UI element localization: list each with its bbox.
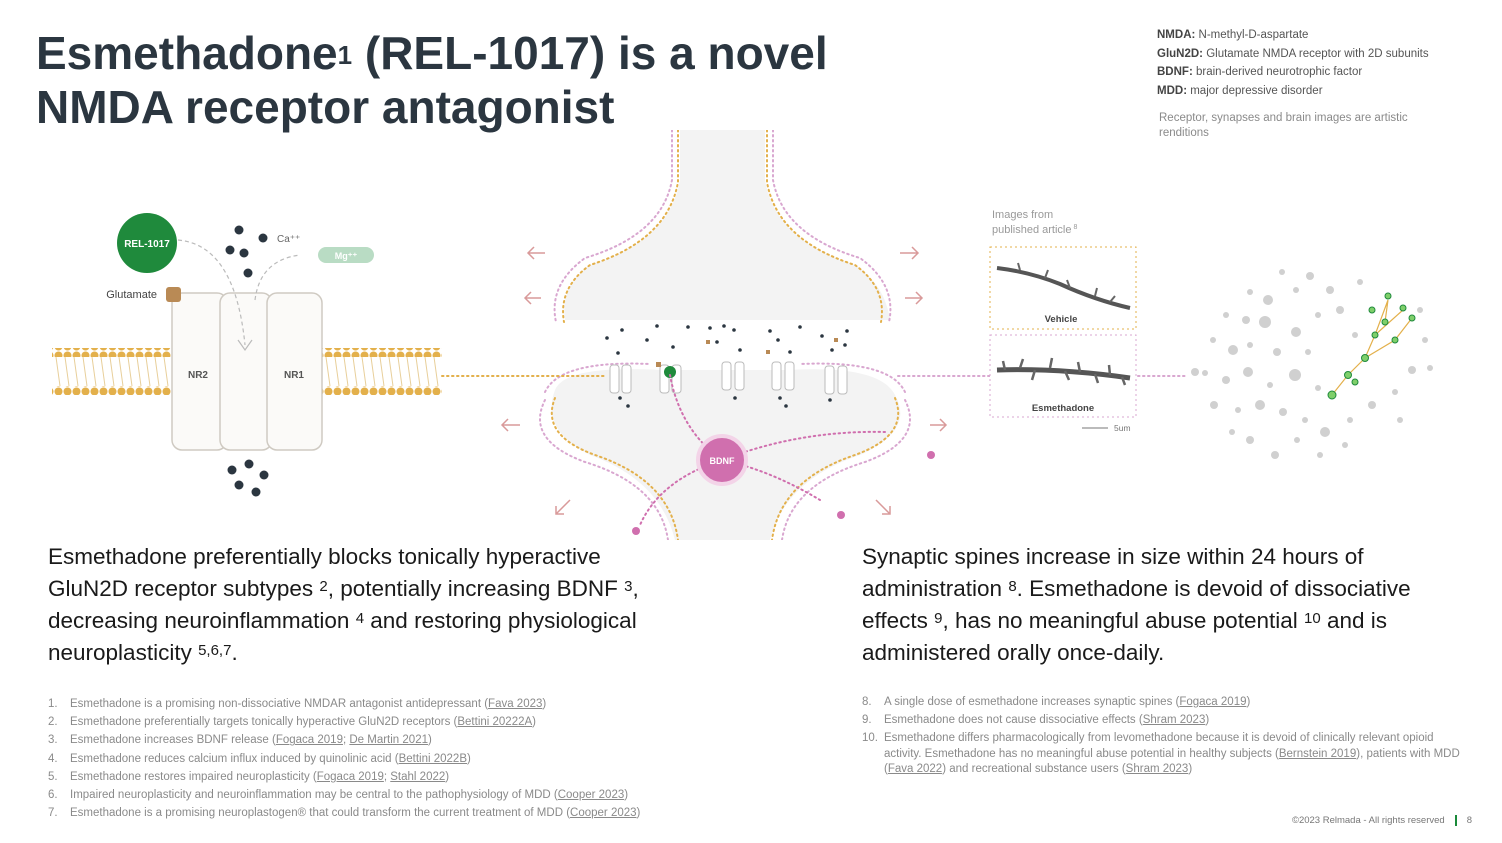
reference-item: 2.Esmethadone preferentially targets ton… xyxy=(48,716,537,729)
reference-item: 10.Esmethadone differs pharmacologically… xyxy=(862,732,1460,776)
glossary-item: GluN2D: Glutamate NMDA receptor with 2D … xyxy=(1157,47,1429,60)
glutamate-icon xyxy=(166,287,181,302)
magnesium-ion-icon xyxy=(318,247,374,263)
right-references: 8.A single dose of esmethadone increases… xyxy=(862,695,1462,781)
synapse-illustration: BDNF xyxy=(441,130,1186,540)
rel-1017-label: REL-1017 xyxy=(124,239,170,250)
footer: ©2023 Relmada - All rights reserved 8 xyxy=(1292,815,1472,826)
artistic-rendition-note: Receptor, synapses and brain images are … xyxy=(1159,112,1408,139)
reference-link[interactable]: Fava 2022 xyxy=(887,763,943,776)
reference-link[interactable]: Fogaca 2019 xyxy=(275,734,343,747)
reference-item: 3.Esmethadone increases BDNF release (Fo… xyxy=(48,734,432,747)
reference-link[interactable]: Bettini 20222A xyxy=(457,716,533,729)
reference-item: 5.Esmethadone restores impaired neuropla… xyxy=(48,770,450,783)
brain-network-illustration xyxy=(1191,269,1433,459)
bdnf-label: BDNF xyxy=(710,456,735,466)
vehicle-label: Vehicle xyxy=(1045,314,1078,325)
reference-item: 8.A single dose of esmethadone increases… xyxy=(862,696,1251,708)
mechanism-illustration: NR2 NR1 Glutamate REL-1017 Ca⁺⁺ Mg⁺⁺ xyxy=(52,130,1433,540)
page-title: Esmethadone1 (REL-1017) is a novel NMDA … xyxy=(36,27,828,133)
left-references: 1.Esmethadone is a promising non-dissoci… xyxy=(48,695,768,822)
reference-item: 7.Esmethadone is a promising neuroplasto… xyxy=(48,807,641,820)
reference-item: 1.Esmethadone is a promising non-dissoci… xyxy=(48,698,547,710)
nr1-label: NR1 xyxy=(284,370,304,381)
magnesium-label: Mg⁺⁺ xyxy=(335,251,358,261)
footer-divider xyxy=(1454,815,1457,826)
bdnf-icon xyxy=(696,434,748,486)
nr2-label: NR2 xyxy=(188,370,208,381)
nmda-receptor xyxy=(171,292,323,451)
reference-link[interactable]: Fogaca 2019 xyxy=(316,770,384,783)
reference-link[interactable]: Stahl 2022 xyxy=(390,770,446,783)
reference-item: 4.Esmethadone reduces calcium influx ind… xyxy=(48,752,471,765)
reference-link[interactable]: Cooper 2023 xyxy=(557,789,625,802)
reference-link[interactable]: Bernstein 2019 xyxy=(1278,747,1357,760)
glutamate-label: Glutamate xyxy=(106,289,157,301)
page-number: 8 xyxy=(1466,815,1472,826)
reference-link[interactable]: De Martin 2021 xyxy=(349,734,428,747)
calcium-ions xyxy=(225,225,269,497)
reference-link[interactable]: Fava 2023 xyxy=(488,698,543,710)
glossary-item: BDNF: brain-derived neurotrophic factor xyxy=(1157,66,1363,78)
rel-1017-molecule-icon xyxy=(117,213,177,273)
glossary-item: MDD: major depressive disorder xyxy=(1157,84,1323,97)
glossary: NMDA: N-methyl-D-aspartate GluN2D: Gluta… xyxy=(1157,26,1429,100)
reference-link[interactable]: Shram 2023 xyxy=(1125,763,1189,776)
glossary-item: NMDA: N-methyl-D-aspartate xyxy=(1157,29,1309,41)
scale-label: 5um xyxy=(1114,423,1131,433)
reference-link[interactable]: Bettini 2022B xyxy=(398,752,467,765)
right-summary-paragraph: Synaptic spines increase in size within … xyxy=(862,544,1411,665)
left-summary-paragraph: Esmethadone preferentially blocks tonica… xyxy=(48,544,639,665)
reference-link[interactable]: Shram 2023 xyxy=(1142,714,1206,727)
esmethadone-label: Esmethadone xyxy=(1032,403,1094,414)
reference-item: 9.Esmethadone does not cause dissociativ… xyxy=(862,714,1210,727)
reference-link[interactable]: Fogaca 2019 xyxy=(1179,696,1247,708)
images-note-line1: Images from xyxy=(992,209,1053,221)
copyright-text: ©2023 Relmada - All rights reserved xyxy=(1291,815,1445,826)
calcium-label: Ca⁺⁺ xyxy=(277,234,300,245)
reference-link[interactable]: Cooper 2023 xyxy=(570,807,637,820)
reference-item: 6.Impaired neuroplasticity and neuroinfl… xyxy=(48,789,629,802)
